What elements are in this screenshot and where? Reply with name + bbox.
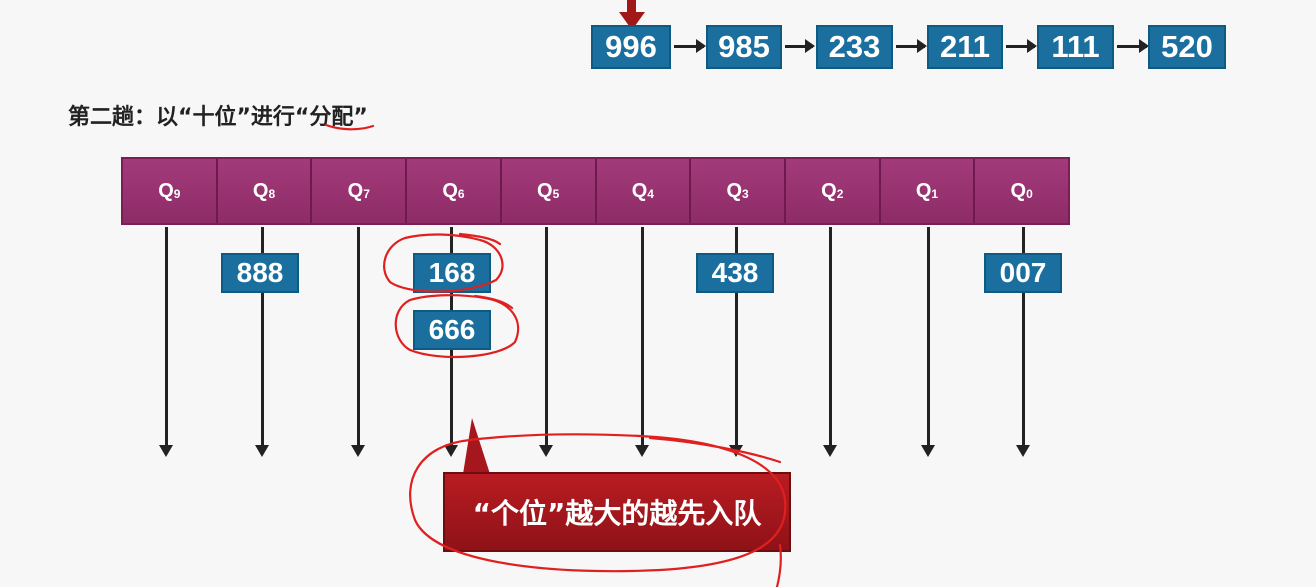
queue-item-q6-1: 168: [413, 253, 491, 293]
queue-arrow-q8: [255, 227, 269, 457]
step-caption: 第二趟：以“十位”进行“分配”: [68, 105, 368, 130]
queue-item-q0-1: 007: [984, 253, 1062, 293]
list-arrow: [1117, 39, 1149, 53]
list-node-2: 985: [706, 25, 782, 69]
queue-arrow-q7: [351, 227, 365, 457]
list-node-6: 520: [1148, 25, 1226, 69]
queue-item-q3-1: 438: [696, 253, 774, 293]
queue-item-q8-1: 888: [221, 253, 299, 293]
queue-arrow-q9: [159, 227, 173, 457]
list-arrow: [674, 39, 706, 53]
queue-arrow-q1: [921, 227, 935, 457]
list-node-1: 996: [591, 25, 671, 69]
list-arrow: [896, 39, 927, 53]
queue-item-q6-2: 666: [413, 310, 491, 350]
queue-arrow-q0: [1016, 227, 1030, 457]
queue-arrow-q5: [539, 227, 553, 457]
list-node-4: 211: [927, 25, 1003, 69]
callout-note: “个位”越大的越先入队: [443, 472, 791, 552]
queue-arrow-q2: [823, 227, 837, 457]
list-node-5: 111: [1037, 25, 1114, 69]
list-node-3: 233: [816, 25, 893, 69]
list-arrow: [785, 39, 815, 53]
list-arrow: [1006, 39, 1037, 53]
queue-arrow-q4: [635, 227, 649, 457]
